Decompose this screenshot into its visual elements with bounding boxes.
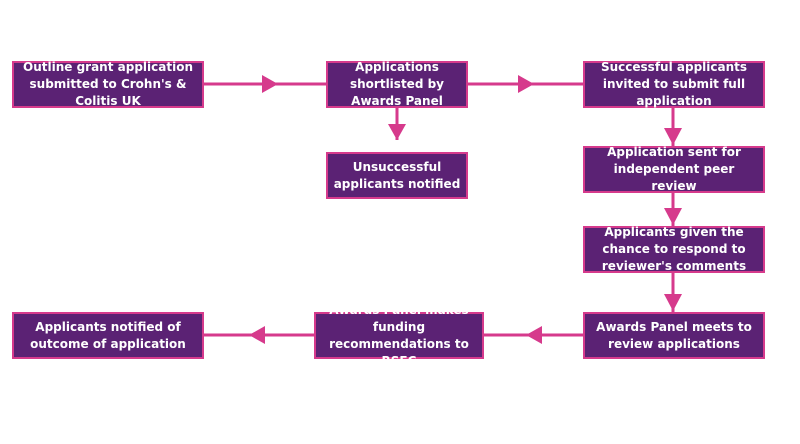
step-panel-meets: Awards Panel meets to review application… <box>583 312 765 359</box>
step-outline-application-label: Outline grant application submitted to C… <box>23 60 193 108</box>
arrowhead-panel-meets-to-recommendations <box>526 326 542 344</box>
step-funding-recommendations: Awards Panel makes funding recommendatio… <box>314 303 484 368</box>
step-applications-shortlisted-label: Applications shortlisted by Awards Panel <box>349 60 444 108</box>
step-applicants-notified-label: Applicants notified of outcome of applic… <box>30 319 186 351</box>
arrowhead-invited-to-peer-review <box>664 128 682 145</box>
step-successful-invited-label: Successful applicants invited to submit … <box>600 60 748 108</box>
step-peer-review: Application sent for independent peer re… <box>583 145 765 193</box>
arrowhead-peer-review-to-respond <box>664 208 682 225</box>
arrowhead-recommendations-to-notified <box>249 326 265 344</box>
step-unsuccessful-notified: Unsuccessful applicants notified <box>326 152 468 199</box>
step-respond-to-comments-label: Applicants given the chance to respond t… <box>601 225 747 273</box>
step-panel-meets-label: Awards Panel meets to review application… <box>596 319 752 351</box>
arrowhead-shortlisted-to-unsuccessful <box>388 124 406 140</box>
step-applications-shortlisted: Applications shortlisted by Awards Panel <box>326 60 468 108</box>
arrowhead-respond-to-panel-meets <box>664 294 682 311</box>
step-outline-application: Outline grant application submitted to C… <box>12 60 204 108</box>
step-unsuccessful-notified-label: Unsuccessful applicants notified <box>333 159 461 191</box>
step-funding-recommendations-label: Awards Panel makes funding recommendatio… <box>329 302 469 368</box>
step-peer-review-label: Application sent for independent peer re… <box>607 145 741 193</box>
step-respond-to-comments: Applicants given the chance to respond t… <box>583 225 765 273</box>
step-successful-invited: Successful applicants invited to submit … <box>583 60 765 108</box>
step-applicants-notified: Applicants notified of outcome of applic… <box>12 312 204 359</box>
